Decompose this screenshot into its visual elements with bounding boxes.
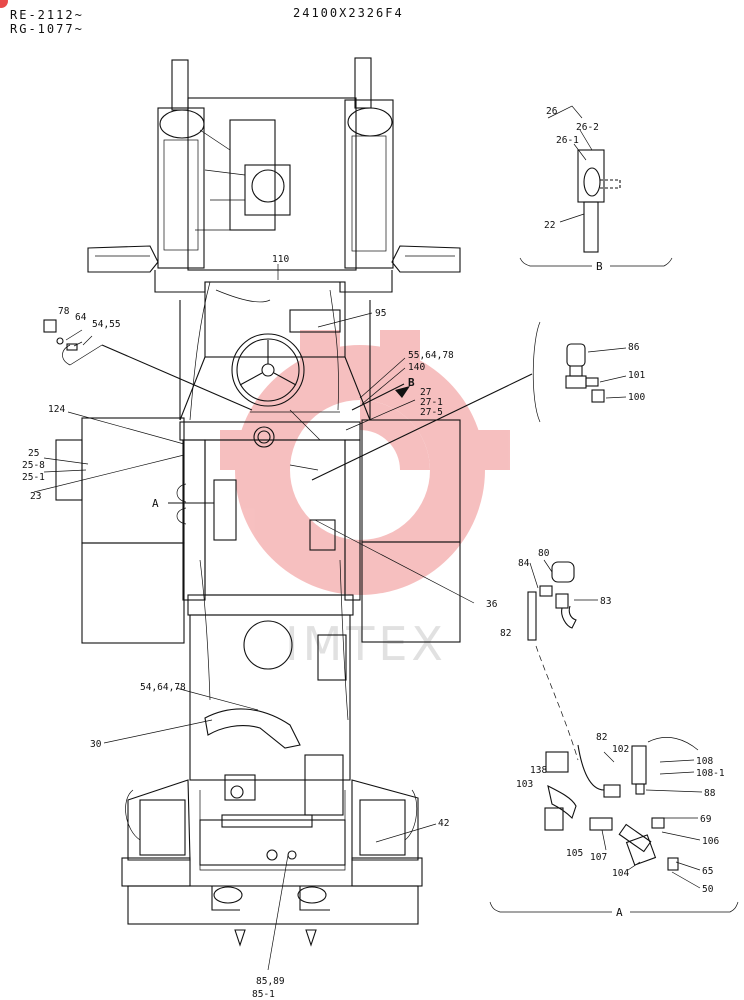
detail-label-80: 80 bbox=[538, 548, 550, 559]
detail-b-label-26: 26 bbox=[546, 106, 558, 117]
model-code-2: RG-1077~ bbox=[10, 22, 84, 36]
label-64: 64 bbox=[75, 312, 87, 323]
detail-b: 26 26-2 26-1 22 B bbox=[519, 105, 673, 273]
detail-a-label-108-1: 108-1 bbox=[696, 768, 725, 779]
detail-a-label-107: 107 bbox=[590, 852, 607, 863]
detail-b-caption: B bbox=[596, 260, 603, 273]
detail-sensor: 86 101 100 bbox=[532, 321, 645, 423]
detail-a-caption: A bbox=[616, 906, 623, 919]
label-54-55: 54,55 bbox=[92, 319, 121, 330]
watermark-text: IMTEX bbox=[285, 617, 447, 671]
detail-a-label-65: 65 bbox=[702, 866, 713, 877]
detail-a-label-138: 138 bbox=[530, 765, 547, 776]
main-leaders bbox=[33, 264, 533, 971]
detail-label-100: 100 bbox=[628, 392, 645, 403]
label-25-8: 25-8 bbox=[22, 460, 45, 471]
label-27: 27 bbox=[420, 387, 431, 398]
detail-a-label-50: 50 bbox=[702, 884, 714, 895]
label-B: B bbox=[408, 376, 415, 389]
detail-a-label-104: 104 bbox=[612, 868, 629, 879]
detail-switch: 84 80 83 82 bbox=[500, 548, 611, 761]
label-23: 23 bbox=[30, 491, 41, 502]
detail-b-label-26-1: 26-1 bbox=[556, 135, 579, 146]
bolt-parts-78-64 bbox=[43, 319, 103, 366]
label-42: 42 bbox=[438, 818, 449, 829]
label-A: A bbox=[152, 497, 159, 510]
label-36: 36 bbox=[486, 599, 498, 610]
label-25-1: 25-1 bbox=[22, 472, 45, 483]
label-30: 30 bbox=[90, 739, 102, 750]
label-27-1: 27-1 bbox=[420, 397, 443, 408]
label-140: 140 bbox=[408, 362, 425, 373]
label-25: 25 bbox=[28, 448, 39, 459]
corner-mark-icon bbox=[0, 0, 8, 8]
detail-label-83: 83 bbox=[600, 596, 611, 607]
detail-a-label-105: 105 bbox=[566, 848, 583, 859]
model-code-1: RE-2112~ bbox=[10, 8, 84, 22]
detail-a-label-69: 69 bbox=[700, 814, 712, 825]
label-78: 78 bbox=[58, 306, 70, 317]
label-124: 124 bbox=[48, 404, 65, 415]
detail-a-label-82: 82 bbox=[596, 732, 607, 743]
detail-a-label-106: 106 bbox=[702, 836, 719, 847]
label-55-64-78: 55,64,78 bbox=[408, 350, 454, 361]
label-85-89: 85,89 bbox=[256, 976, 285, 987]
detail-a-label-103: 103 bbox=[516, 779, 533, 790]
machine-body bbox=[55, 57, 461, 947]
watermark-gear-icon bbox=[220, 330, 510, 595]
detail-label-84: 84 bbox=[518, 558, 530, 569]
detail-label-101: 101 bbox=[628, 370, 645, 381]
label-110: 110 bbox=[272, 254, 289, 265]
detail-a: 82 102 108 108-1 138 103 88 69 106 105 1… bbox=[489, 732, 739, 919]
label-54-64-78: 54,64,78 bbox=[140, 682, 186, 693]
label-85-1: 85-1 bbox=[252, 989, 275, 1000]
label-27-5: 27-5 bbox=[420, 407, 443, 418]
detail-a-label-102: 102 bbox=[612, 744, 629, 755]
detail-a-label-88: 88 bbox=[704, 788, 716, 799]
detail-a-label-108: 108 bbox=[696, 756, 713, 767]
detail-b-label-26-2: 26-2 bbox=[576, 122, 599, 133]
detail-b-label-22: 22 bbox=[544, 220, 555, 231]
main-labels: 110 95 78 64 54,55 55,64,78 140 B 27 27-… bbox=[22, 254, 498, 1000]
detail-label-86: 86 bbox=[628, 342, 640, 353]
detail-label-82: 82 bbox=[500, 628, 511, 639]
label-95: 95 bbox=[375, 308, 386, 319]
part-code: 24100X2326F4 bbox=[293, 6, 404, 20]
